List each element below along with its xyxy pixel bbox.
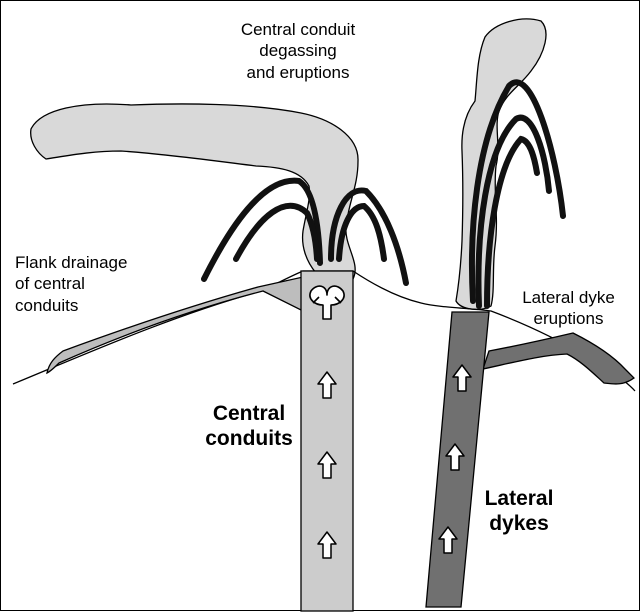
label-line: conduits — [15, 295, 127, 316]
label-line: conduits — [197, 426, 301, 451]
label-line: Flank drainage — [15, 252, 127, 273]
label-line: of central — [15, 273, 127, 294]
label-central-conduit-degassing: Central conduit degassing and eruptions — [213, 19, 383, 83]
label-line: eruptions — [501, 308, 636, 329]
lateral-dyke-flow — [483, 333, 634, 384]
label-flank-drainage: Flank drainage of central conduits — [15, 252, 127, 316]
label-lateral-dykes: Lateral dykes — [469, 486, 569, 536]
label-line: Lateral — [469, 486, 569, 511]
label-line: degassing — [213, 40, 383, 61]
label-line: dykes — [469, 511, 569, 536]
label-line: Central conduit — [213, 19, 383, 40]
label-lateral-dyke-eruptions: Lateral dyke eruptions — [501, 287, 636, 330]
label-line: Lateral dyke — [501, 287, 636, 308]
central-conduit — [301, 271, 353, 611]
label-line: Central — [197, 401, 301, 426]
label-central-conduits: Central conduits — [197, 401, 301, 451]
label-line: and eruptions — [213, 62, 383, 83]
